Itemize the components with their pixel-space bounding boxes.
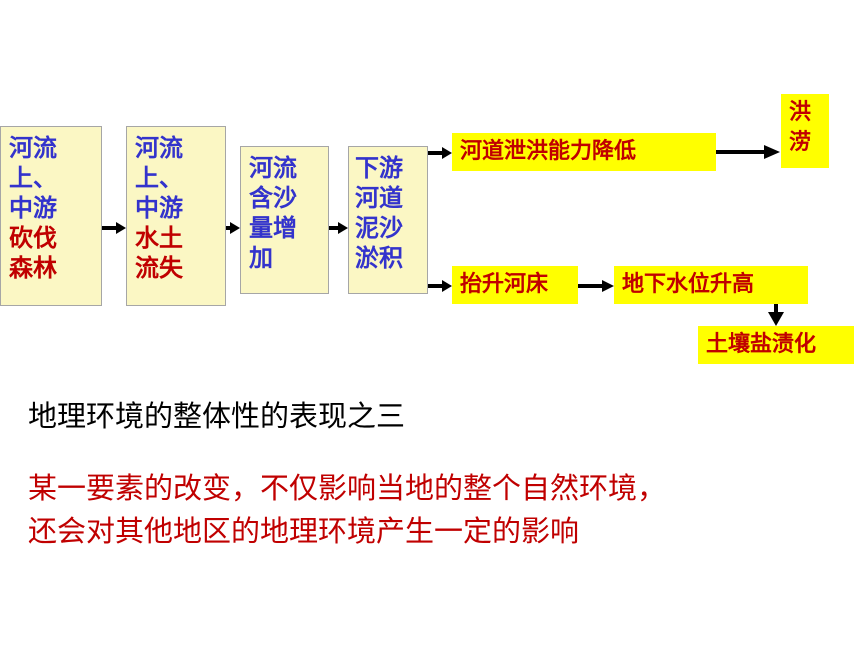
box1-line: 中游 [9,194,57,222]
heading-text: 地理环境的整体性的表现之三 [28,399,406,433]
flood-line: 洪 [789,100,812,125]
arrow-1-2-head [116,222,126,234]
arrow-4-channel-head [442,147,452,159]
arrow-groundwater-salinization-head [768,312,784,326]
box3-line: 量增 [249,214,297,242]
box1-line: 上、 [9,164,57,192]
description-line-2: 还会对其他地区的地理环境产生一定的影响 [28,514,580,548]
effect-channel-capacity: 河道泄洪能力降低 [452,133,716,171]
box-soil-erosion: 河流 上、 中游 水土 流失 [126,126,226,306]
box2-line: 上、 [135,164,183,192]
effect-raise-riverbed: 抬升河床 [452,266,578,304]
box4-line: 下游 [355,154,403,182]
effect-flood: 洪 涝 [781,94,829,168]
box1-line: 河流 [9,134,57,162]
box3-line: 含沙 [249,184,297,212]
box2-line: 流失 [135,254,183,282]
flood-line: 涝 [789,130,812,155]
box3-line: 河流 [249,154,297,182]
box4-line: 河道 [355,184,403,212]
box1-line: 森林 [9,254,57,282]
box4-line: 淤积 [355,244,403,272]
box4-line: 泥沙 [355,214,403,242]
effect-soil-salinization: 土壤盐渍化 [698,326,854,364]
box2-line: 水土 [135,224,183,252]
box1-line: 砍伐 [9,224,57,252]
arrow-channel-flood-head [764,145,780,159]
arrow-3-4-head [338,222,348,234]
box-upstream-deforestation: 河流 上、 中游 砍伐 森林 [0,126,102,306]
description-line-1: 某一要素的改变，不仅影响当地的整个自然环境， [28,471,667,505]
arrow-riverbed-groundwater-head [602,280,614,292]
box-downstream-siltation: 下游 河道 泥沙 淤积 [348,146,428,294]
arrow-4-riverbed-head [442,280,452,292]
box-sediment-increase: 河流 含沙 量增 加 [240,146,329,294]
effect-groundwater-rise: 地下水位升高 [614,266,808,304]
arrow-2-3-head [230,222,240,234]
box2-line: 中游 [135,194,183,222]
box2-line: 河流 [135,134,183,162]
box3-line: 加 [249,244,273,272]
